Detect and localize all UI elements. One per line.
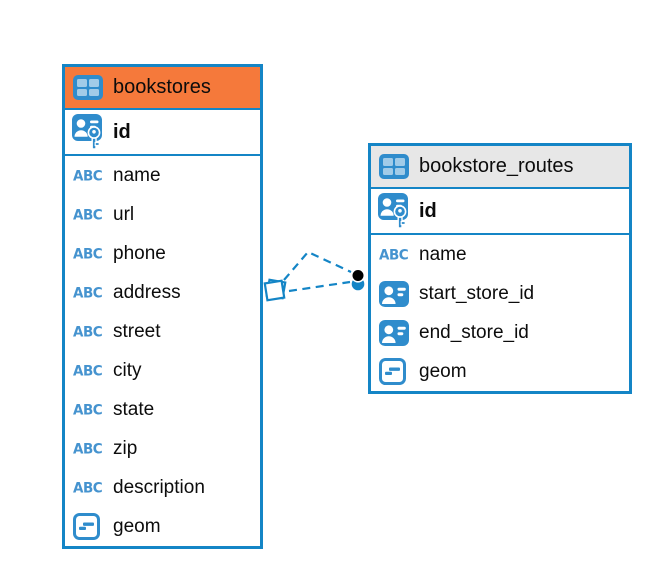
column-row-state[interactable]: ABC state (65, 390, 260, 429)
table-icon (379, 154, 409, 179)
column-name: start_store_id (419, 282, 535, 304)
column-name: name (419, 243, 467, 265)
table-node-bookstores[interactable]: bookstores id ABC (62, 64, 263, 549)
column-name: name (113, 164, 161, 186)
text-type-icon: ABC (379, 245, 409, 264)
one-side-circle-marker-primary[interactable] (350, 268, 366, 283)
reference-type-icon (379, 319, 413, 346)
column-name: description (113, 476, 205, 498)
column-row-address[interactable]: ABC address (65, 273, 260, 312)
text-type-icon: ABC (73, 166, 103, 185)
column-name: end_store_id (419, 321, 529, 343)
relationship-line-end-store[interactable] (288, 280, 351, 293)
column-row-geom[interactable]: geom (371, 352, 629, 391)
column-name: city (113, 359, 142, 381)
column-row-end-store-id[interactable]: end_store_id (371, 313, 629, 352)
column-row-id[interactable]: id (371, 189, 629, 235)
primary-key-icon (72, 113, 107, 151)
column-row-url[interactable]: ABC url (65, 195, 260, 234)
text-type-icon: ABC (73, 205, 103, 224)
primary-key-icon (378, 192, 413, 230)
text-type-icon: ABC (73, 400, 103, 419)
column-name: state (113, 398, 155, 420)
column-row-phone[interactable]: ABC phone (65, 234, 260, 273)
text-type-icon: ABC (73, 361, 103, 380)
column-name: street (113, 320, 161, 342)
text-type-icon: ABC (73, 322, 103, 341)
column-name: zip (113, 437, 138, 459)
one-side-circle-marker-secondary[interactable] (351, 277, 365, 291)
table-header-bookstores[interactable]: bookstores (65, 67, 260, 110)
column-list: ABC name ABC url ABC phone ABC address A… (65, 156, 260, 546)
geometry-type-icon (73, 513, 107, 540)
column-name: geom (113, 515, 161, 537)
table-node-bookstore-routes[interactable]: bookstore_routes id ABC (368, 143, 632, 394)
column-name: phone (113, 242, 166, 264)
column-list: ABC name start_store_id (371, 235, 629, 391)
table-icon (73, 75, 103, 100)
column-row-name[interactable]: ABC name (65, 156, 260, 195)
text-type-icon: ABC (73, 478, 103, 497)
column-name: id (113, 120, 131, 143)
table-name: bookstores (113, 76, 211, 98)
column-row-name[interactable]: ABC name (371, 235, 629, 274)
geometry-type-icon (379, 358, 413, 385)
relationship-line-start-store[interactable] (283, 250, 352, 281)
text-type-icon: ABC (73, 439, 103, 458)
column-row-street[interactable]: ABC street (65, 312, 260, 351)
column-row-zip[interactable]: ABC zip (65, 429, 260, 468)
column-row-start-store-id[interactable]: start_store_id (371, 274, 629, 313)
text-type-icon: ABC (73, 244, 103, 263)
column-name: url (113, 203, 135, 225)
column-name: geom (419, 360, 467, 382)
column-name: id (419, 199, 437, 222)
column-row-id[interactable]: id (65, 110, 260, 156)
column-row-description[interactable]: ABC description (65, 468, 260, 507)
column-row-geom[interactable]: geom (65, 507, 260, 546)
column-row-city[interactable]: ABC city (65, 351, 260, 390)
many-side-square-marker[interactable] (263, 278, 287, 302)
table-header-bookstore-routes[interactable]: bookstore_routes (371, 146, 629, 189)
text-type-icon: ABC (73, 283, 103, 302)
reference-type-icon (379, 280, 413, 307)
table-name: bookstore_routes (419, 155, 574, 177)
column-name: address (113, 281, 181, 303)
